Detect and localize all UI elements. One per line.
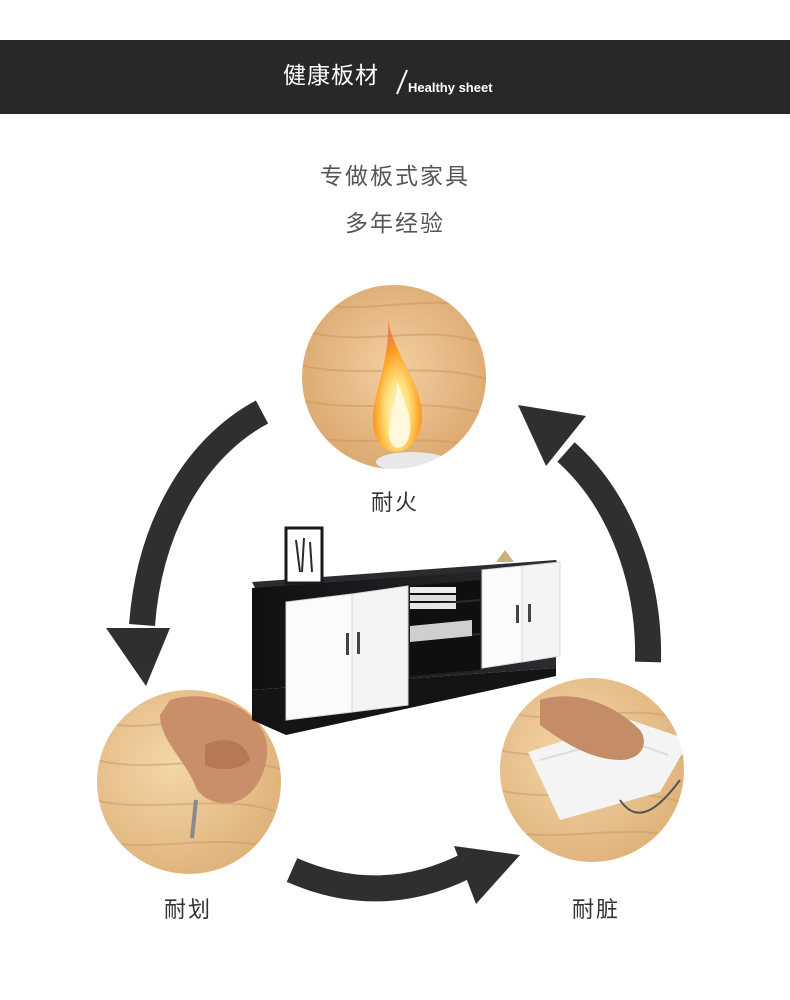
arrow-bottom-right [286,846,520,904]
slash-divider-icon [396,69,408,95]
header-subtitle: Healthy sheet [408,80,493,95]
intro-line-2: 多年经验 [345,211,445,237]
tv-cabinet-image [252,526,561,735]
fire-resistance-image [301,284,487,470]
feature-label-scratch: 耐划 [163,898,212,923]
arrow-left-down [106,400,269,686]
feature-label-fire: 耐火 [370,491,419,516]
feature-label-stain: 耐脏 [571,898,620,923]
arrow-right-up [518,405,662,663]
stain-resistance-image [499,677,685,863]
header-title: 健康板材 [283,63,379,89]
header-bar [0,40,790,114]
intro-line-1: 专做板式家具 [320,164,470,190]
